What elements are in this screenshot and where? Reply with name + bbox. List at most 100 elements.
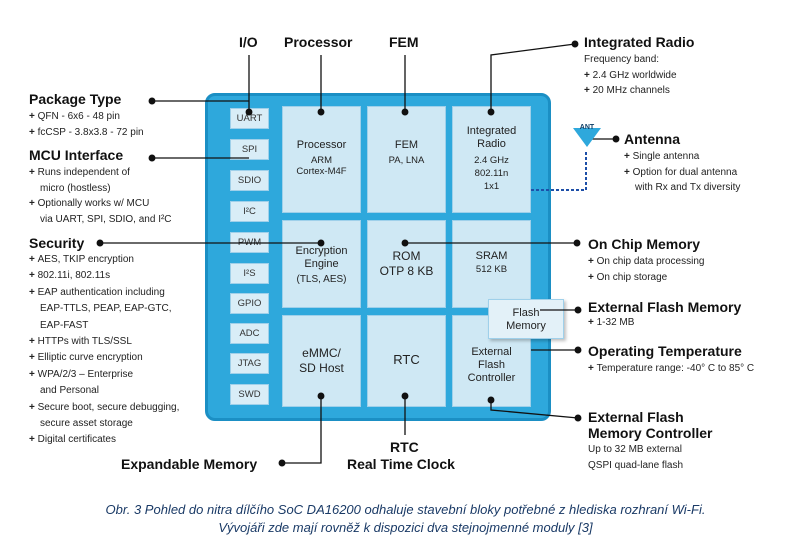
block-flash-memory: Flash Memory — [488, 299, 564, 339]
pin-spi: SPI — [230, 139, 269, 160]
operating-temperature-title: Operating Temperature — [588, 343, 742, 359]
operating-temperature-annotation: Operating Temperature Temperature range:… — [588, 343, 754, 377]
security-item: EAP-TTLS, PEAP, EAP-GTC, — [40, 303, 172, 315]
on-chip-memory-item: On chip storage — [588, 270, 704, 286]
block-processor-core: Cortex-M4F — [296, 166, 347, 177]
label-io: I/O — [239, 34, 258, 50]
security-item: WPA/2/3 – Enterprise — [29, 367, 179, 383]
package-type-annotation: Package Type QFN - 6x6 - 48 pin fcCSP - … — [29, 91, 144, 140]
security-item: HTTPs with TLS/SSL — [29, 334, 179, 350]
block-radio-l4: 802.11n — [474, 168, 509, 179]
security-item: EAP authentication including — [29, 285, 179, 301]
pin-i2c: I²C — [230, 201, 269, 222]
security-annotation: Security AES, TKIP encryption 802.11i, 8… — [29, 235, 179, 449]
label-fem: FEM — [389, 34, 419, 50]
block-emmc-l1: eMMC/ — [302, 346, 341, 360]
antenna-icon — [573, 128, 601, 147]
block-encryption-engine: Encryption Engine (TLS, AES) — [282, 220, 361, 308]
figure-caption-line1: Obr. 3 Pohled do nitra dílčího SoC DA162… — [105, 502, 706, 517]
ext-flash-controller-title-l1: External Flash — [588, 409, 684, 425]
on-chip-memory-item: On chip data processing — [588, 254, 705, 270]
ext-flash-controller-line: QSPI quad-lane flash — [588, 459, 684, 471]
block-extctrl-l1: External — [471, 346, 512, 358]
security-item: AES, TKIP encryption — [29, 252, 179, 268]
block-sram-l1: SRAM — [475, 250, 508, 262]
antenna-annotation: Antenna Single antenna Option for dual a… — [624, 131, 740, 196]
ext-flash-controller-annotation: External Flash Memory Controller Up to 3… — [588, 409, 712, 473]
block-radio-l3: 2.4 GHz — [474, 155, 509, 166]
block-processor-title: Processor — [296, 139, 347, 151]
block-radio-l2: Radio — [477, 138, 506, 150]
block-rtc: RTC — [367, 315, 446, 407]
line-integrated-radio — [490, 43, 576, 112]
line-extctrl — [490, 400, 579, 419]
pin-adc: ADC — [230, 323, 269, 344]
pin-gpio: GPIO — [230, 293, 269, 314]
block-emmc-l2: SD Host — [299, 361, 344, 375]
block-extctrl-l3: Controller — [467, 372, 516, 384]
mcu-interface-item: Runs independent of — [29, 165, 172, 181]
antenna-item: Single antenna — [624, 149, 740, 165]
on-chip-memory-annotation: On Chip Memory On chip data processing O… — [588, 236, 704, 285]
block-rtc-l1: RTC — [393, 352, 420, 367]
security-item: secure asset storage — [40, 418, 133, 430]
block-extctrl-l2: Flash — [478, 359, 505, 371]
real-time-clock-label: Real Time Clock — [347, 456, 455, 472]
block-emmc: eMMC/ SD Host — [282, 315, 361, 407]
block-processor-arm: ARM — [310, 155, 333, 166]
package-type-item: fcCSP - 3.8x3.8 - 72 pin — [29, 125, 144, 141]
security-item: EAP-FAST — [40, 319, 89, 331]
mcu-interface-item: Optionally works w/ MCU — [29, 196, 172, 212]
block-rom-l1: ROM — [392, 249, 421, 263]
block-enc-l2: Engine — [304, 258, 339, 270]
ext-flash-controller-title-l2: Memory Controller — [588, 425, 713, 441]
integrated-radio-annotation: Integrated Radio Frequency band: 2.4 GHz… — [584, 34, 694, 99]
block-sram: SRAM 512 KB — [452, 220, 531, 308]
pin-jtag: JTAG — [230, 353, 269, 374]
antenna-item: Option for dual antenna — [624, 165, 740, 181]
mcu-interface-item: via UART, SPI, SDIO, and I²C — [40, 213, 172, 225]
package-type-item: QFN - 6x6 - 48 pin — [29, 109, 144, 125]
block-sram-l2: 512 KB — [475, 264, 508, 275]
security-item: Elliptic curve encryption — [29, 350, 179, 366]
pin-sdio: SDIO — [230, 170, 269, 191]
mcu-interface-title: MCU Interface — [29, 147, 124, 163]
package-type-title: Package Type — [29, 91, 122, 107]
block-rom-l2: OTP 8 KB — [379, 264, 434, 278]
ext-flash-controller-line: Up to 32 MB external — [588, 444, 682, 455]
block-radio-l5: 1x1 — [483, 181, 500, 192]
block-integrated-radio: Integrated Radio 2.4 GHz 802.11n 1x1 — [452, 106, 531, 213]
mcu-interface-item: micro (hostless) — [40, 182, 111, 194]
block-rom: ROM OTP 8 KB — [367, 220, 446, 308]
line-expandable — [282, 396, 322, 464]
integrated-radio-item: 2.4 GHz worldwide — [584, 68, 694, 84]
mcu-interface-annotation: MCU Interface Runs independent of micro … — [29, 147, 172, 227]
block-enc-l1: Encryption — [295, 245, 348, 257]
antenna-feed-dashed — [531, 150, 587, 191]
antenna-title: Antenna — [624, 131, 680, 147]
block-flash-l1: Flash — [512, 307, 540, 319]
block-enc-l3: (TLS, AES) — [296, 274, 347, 285]
figure-caption-line2: Vývojáři zde mají rovněž k dispozici dva… — [218, 520, 593, 535]
rtc-label: RTC — [390, 439, 419, 455]
antenna-badge: ANT — [579, 124, 595, 131]
security-title: Security — [29, 235, 85, 251]
integrated-radio-item: 20 MHz channels — [584, 83, 694, 99]
block-fem-sub: PA, LNA — [388, 155, 425, 166]
block-fem: FEM PA, LNA — [367, 106, 446, 213]
integrated-radio-title: Integrated Radio — [584, 34, 695, 50]
pin-swd: SWD — [230, 384, 269, 405]
expandable-memory-label: Expandable Memory — [121, 456, 258, 472]
block-fem-title: FEM — [394, 139, 419, 151]
on-chip-memory-title: On Chip Memory — [588, 236, 701, 252]
external-flash-memory-title: External Flash Memory — [588, 299, 742, 315]
label-processor: Processor — [284, 34, 353, 50]
block-flash-l2: Memory — [506, 320, 546, 332]
security-item: Digital certificates — [29, 432, 179, 448]
pin-i2s: I²S — [230, 263, 269, 284]
external-flash-memory-annotation: External Flash Memory 1-32 MB — [588, 299, 741, 331]
operating-temperature-item: Temperature range: -40° C to 85° C — [588, 361, 755, 377]
antenna-item: with Rx and Tx diversity — [635, 182, 741, 193]
block-radio-l1: Integrated — [466, 125, 517, 137]
